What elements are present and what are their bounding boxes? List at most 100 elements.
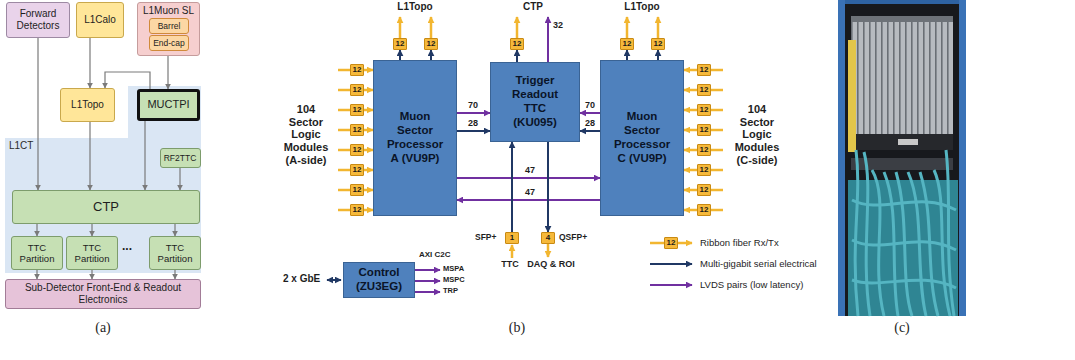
subsystem-box: Barrel [149,18,189,34]
signal-arrow [37,38,38,190]
fiber-count-badge: 12 [350,104,364,116]
fiber-stub [338,69,350,72]
panel-caption: (c) [894,320,910,336]
fiber-arrow [516,17,519,38]
rack-interior [845,4,959,316]
fiber-count-badge: 12 [350,204,364,216]
lane-count: 28 [468,118,478,128]
signal-arrow [516,50,518,62]
source-label: 104 Sector Logic Modules (A-side) [284,103,329,166]
panel-caption: (a) [95,320,111,336]
bus-name: AXI C2C [419,250,451,259]
ellipsis: ... [122,240,132,254]
node-text: 12 [396,40,405,48]
control-link [415,269,440,271]
node-text: 12 [700,86,709,94]
node-text: Sub-Detector Front-End & Readout Electro… [14,282,192,306]
node-text: L1Calo [84,14,116,26]
signal-arrow [167,56,168,89]
fiber-count-badge: 12 [697,124,711,136]
signal-arrow [364,149,373,152]
fiber-count-badge: 12 [350,124,364,136]
crate-photo [838,0,966,316]
signal-arrow [364,69,373,72]
node-text: 4 [546,234,550,242]
signal-arrow [684,129,697,132]
fiber-stub [711,109,723,112]
fiber-count-badge: 12 [510,38,524,50]
fiber-count-badge: 12 [350,64,364,76]
processor-box: Muon Sector Processor C (VU9P) [600,60,684,216]
controller-box: Control (ZU3EG) [343,262,415,298]
trigger-box: L1Topo [60,88,115,122]
node-text: 12 [623,40,632,48]
partition-box: TTC Partition [66,236,118,270]
fiber-stub [711,129,723,132]
signal-name: TTC [501,259,519,269]
target-name: MSPC [443,276,465,285]
legend-text: Ribbon fiber Rx/Tx [700,237,779,248]
fiber-arrow [626,17,629,38]
rack-frame [838,0,966,316]
fiber-stub [338,189,350,192]
control-link [415,280,440,282]
node-text: 12 [700,166,709,174]
signal-arrow [580,112,600,114]
fiber-cable [872,170,884,316]
target-name: TRP [443,287,458,296]
rack-post [838,0,845,316]
node-text: L1CT [9,140,33,152]
node-text: 12 [700,106,709,114]
processor-box: MUCTPI [137,89,200,121]
fiber-stub [711,69,723,72]
lane-count: 70 [585,100,595,110]
node-text: 12 [353,86,362,94]
signal-arrow [174,224,175,236]
fiber-count-badge: 12 [350,184,364,196]
signal-arrow [684,69,697,72]
region-fill [5,86,201,273]
fiber-stub [711,169,723,172]
trigger-box: L1Calo [76,2,124,38]
fiber-count-badge: 12 [697,64,711,76]
processor-box: RF2TTC [160,148,201,168]
signal-arrow [457,112,490,114]
connector-type: QSFP+ [559,233,587,243]
node-text: L1Topo [71,99,104,111]
node-text: 1 [510,234,514,242]
legend-text: Multi-gigabit serial electrical [700,258,817,269]
signal-name: 2 x GbE [283,273,320,285]
destination-label: CTP [523,1,543,13]
lvds-arrow [547,17,549,62]
fiber-count-badge: 12 [697,84,711,96]
node-text: TTC Partition [14,242,60,265]
node-text: 12 [700,146,709,154]
signal-arrow [364,89,373,92]
legend-sample [650,284,692,286]
node-text: 12 [353,206,362,214]
fiber-stub [338,149,350,152]
signal-arrow [364,109,373,112]
node-text: 12 [700,66,709,74]
connector-type: SFP+ [475,233,497,243]
detector-box: Forward Detectors [6,2,70,38]
fiber-arrow [399,17,402,38]
node-text: 12 [353,146,362,154]
node-text: Muon Sector Processor A (VU9P) [387,110,443,165]
lane-count: 70 [468,100,478,110]
lane-count: 32 [553,20,563,30]
node-text: 12 [700,206,709,214]
signal-arrow [684,169,697,172]
fiber-count-badge: 12 [424,38,438,50]
source-label: 104 Sector Logic Modules (C-side) [735,103,780,166]
signal-arrow [364,169,373,172]
atca-crate [851,16,953,134]
fiber-stub [338,129,350,132]
fiber-count-badge: 12 [350,164,364,176]
partition-box: TTC Partition [149,236,201,270]
fiber-cable [852,200,956,210]
fiber-count-badge: 12 [651,38,665,50]
fiber-cable [852,280,956,288]
node-text: 12 [700,126,709,134]
panel-caption: (b) [509,320,525,336]
